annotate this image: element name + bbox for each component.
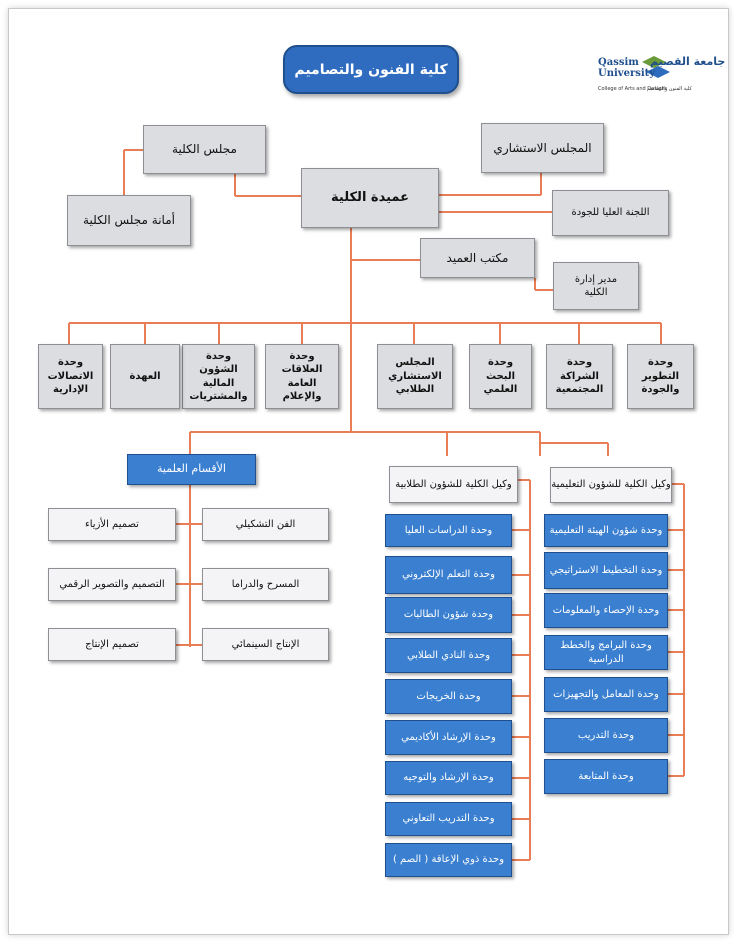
student-affairs-unit: وحدة الخريجات: [385, 679, 512, 714]
unit-box: المجلس الاستشاري الطلابي: [377, 344, 453, 409]
educational-affairs-unit: وحدة المعامل والتجهيزات: [544, 677, 668, 712]
unit-box: وحدة الشراكة المجتمعية: [546, 344, 613, 409]
department-box: المسرح والدراما: [202, 568, 329, 601]
educational-affairs-header: وكيل الكلية للشؤون التعليمية: [550, 467, 672, 503]
department-box: الإنتاج السينمائي: [202, 628, 329, 661]
student-affairs-unit: وحدة الإرشاد والتوجيه: [385, 761, 512, 795]
unit-box: العهدة: [110, 344, 180, 409]
advisory-council-box: المجلس الاستشاري: [481, 123, 604, 173]
student-affairs-header: وكيل الكلية للشؤون الطلابية: [389, 466, 518, 503]
student-affairs-unit: وحدة ذوي الإعاقة ( الصم ): [385, 843, 512, 877]
department-box: الفن التشكيلي: [202, 508, 329, 541]
student-affairs-unit: وحدة الدراسات العليا: [385, 514, 512, 547]
department-box: تصميم الإنتاج: [48, 628, 176, 661]
unit-box: وحدة التطوير والجودة: [627, 344, 694, 409]
department-box: تصميم الأزياء: [48, 508, 176, 541]
unit-box: وحدة البحث العلمي: [469, 344, 532, 409]
logo-english-text: Qassim University: [598, 57, 656, 79]
student-affairs-unit: وحدة التعلم الإلكتروني: [385, 556, 512, 594]
unit-box: وحدة الاتصالات الإدارية: [38, 344, 103, 409]
student-affairs-unit: وحدة شؤون الطالبات: [385, 597, 512, 633]
educational-affairs-unit: وحدة البرامج والخطط الدراسية: [544, 635, 668, 670]
unit-box: وحدة العلاقات العامة والإعلام: [265, 344, 339, 409]
logo-college-english: College of Arts and Designs: [598, 86, 668, 92]
dean-box: عميدة الكلية: [301, 168, 439, 228]
educational-affairs-unit: وحدة الإحصاء والمعلومات: [544, 593, 668, 628]
student-affairs-unit: وحدة النادي الطلابي: [385, 638, 512, 673]
logo-emblem-icon: [642, 56, 670, 78]
logo-college-arabic: كلية الفنون والتصاميم: [647, 86, 692, 92]
educational-affairs-unit: وحدة التدريب: [544, 718, 668, 753]
educational-affairs-unit: وحدة شؤون الهيئة التعليمية: [544, 514, 668, 547]
college-director-box: مدير إدارة الكلية: [553, 262, 639, 310]
student-affairs-unit: وحدة التدريب التعاوني: [385, 802, 512, 836]
dean-office-box: مكتب العميد: [420, 238, 535, 278]
educational-affairs-unit: وحدة التخطيط الاستراتيجي: [544, 552, 668, 589]
chart-title: كلية الفنون والتصاميم: [283, 45, 459, 94]
student-affairs-unit: وحدة الإرشاد الأكاديمي: [385, 720, 512, 755]
college-council-box: مجلس الكلية: [143, 125, 266, 174]
unit-box: وحدة الشؤون المالية والمشتريات: [182, 344, 255, 409]
department-box: التصميم والتصوير الرقمي: [48, 568, 176, 601]
educational-affairs-unit: وحدة المتابعة: [544, 759, 668, 794]
departments-header: الأقسام العلمية: [127, 454, 256, 485]
logo-arabic-text: جامعة القصيم: [650, 55, 726, 68]
quality-committee-box: اللجنة العليا للجودة: [552, 190, 669, 236]
council-secretariat-box: أمانة مجلس الكلية: [67, 195, 191, 246]
